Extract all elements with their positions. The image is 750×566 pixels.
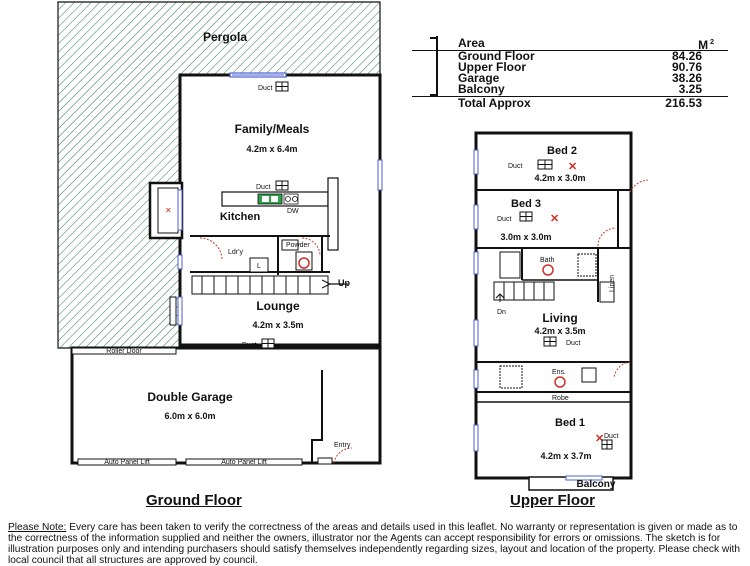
svg-text:✕: ✕	[595, 433, 604, 445]
duct-label: Duct	[242, 342, 256, 349]
kitchen-label: Kitchen	[220, 211, 261, 223]
area-row: Upper Floor 90.76	[458, 60, 702, 74]
bed1-label: Bed 1	[555, 417, 585, 429]
ground-floor-title: Ground Floor	[146, 492, 242, 509]
disclaimer: Please Note: Every care has been taken t…	[8, 522, 746, 566]
bed3-size: 3.0m x 3.0m	[500, 232, 551, 242]
family-meals-room	[178, 73, 382, 347]
l-label: L	[257, 263, 261, 270]
up-label: Up	[338, 278, 350, 288]
area-header-label: Area	[458, 36, 485, 50]
area-row: Balcony 3.25	[458, 82, 702, 96]
bed3-label: Bed 3	[511, 198, 541, 210]
disclaimer-body: Every care has been taken to verify the …	[8, 522, 741, 566]
svg-text:✕: ✕	[165, 206, 172, 215]
robe-label: Robe	[552, 395, 569, 402]
upper-floor-outline	[474, 131, 633, 480]
pergola-label: Pergola	[203, 30, 247, 44]
svg-text:✕: ✕	[550, 213, 559, 225]
family-meals-label: Family/Meals	[235, 122, 310, 136]
linen-label: Linen	[609, 275, 616, 292]
stairs	[191, 275, 348, 295]
duct-label: Duct	[256, 184, 270, 191]
bed2-label: Bed 2	[547, 145, 577, 157]
dn-label: Dn	[497, 309, 506, 316]
ensuite-label: Ens.	[552, 369, 566, 376]
duct-label: Duct	[566, 340, 580, 347]
toilet-icon	[298, 257, 310, 269]
entry-label: Entry	[334, 442, 351, 449]
svg-text:✕: ✕	[568, 161, 577, 173]
powder-label: Powder	[286, 242, 310, 249]
auto-panel-lift-label: Auto Panel Lift	[104, 459, 150, 466]
lounge-size: 4.2m x 3.5m	[252, 320, 303, 330]
family-meals-size: 4.2m x 6.4m	[246, 144, 297, 154]
duct-label: Duct	[258, 85, 272, 92]
duct-label: Duct	[497, 216, 511, 223]
lounge-label: Lounge	[256, 299, 300, 313]
upper-floor-plan: ✕ ✕ ✕ Bed 2 Duct 4.2m x 3.0m Bed 3 Duct …	[473, 131, 649, 491]
duct-label: Duct	[604, 433, 618, 440]
bath-label: Bath	[540, 257, 555, 264]
duct-label: Duct	[508, 163, 522, 170]
bed2-size: 4.2m x 3.0m	[534, 173, 585, 183]
kitchen-sink	[257, 193, 283, 205]
ground-floor-plan: ✕	[57, 1, 383, 466]
disclaimer-heading: Please Note:	[8, 522, 67, 533]
double-garage-label: Double Garage	[147, 390, 233, 404]
bed1-size: 4.2m x 3.7m	[540, 451, 591, 461]
living-label: Living	[542, 311, 577, 325]
upper-floor-title: Upper Floor	[510, 492, 595, 509]
laundry-label: Ldr'y	[228, 249, 243, 256]
area-total-row: Total Approx 216.53	[412, 96, 728, 110]
area-row: Ground Floor 84.26	[458, 49, 702, 63]
balcony-label: Balcony	[577, 479, 616, 490]
living-size: 4.2m x 3.5m	[534, 326, 585, 336]
roller-door-label: Roller Door	[106, 348, 142, 355]
area-row: Garage 38.26	[458, 71, 702, 85]
dw-label: DW	[287, 208, 299, 215]
auto-panel-lift-label: Auto Panel Lift	[221, 459, 267, 466]
double-garage-size: 6.0m x 6.0m	[164, 411, 215, 421]
